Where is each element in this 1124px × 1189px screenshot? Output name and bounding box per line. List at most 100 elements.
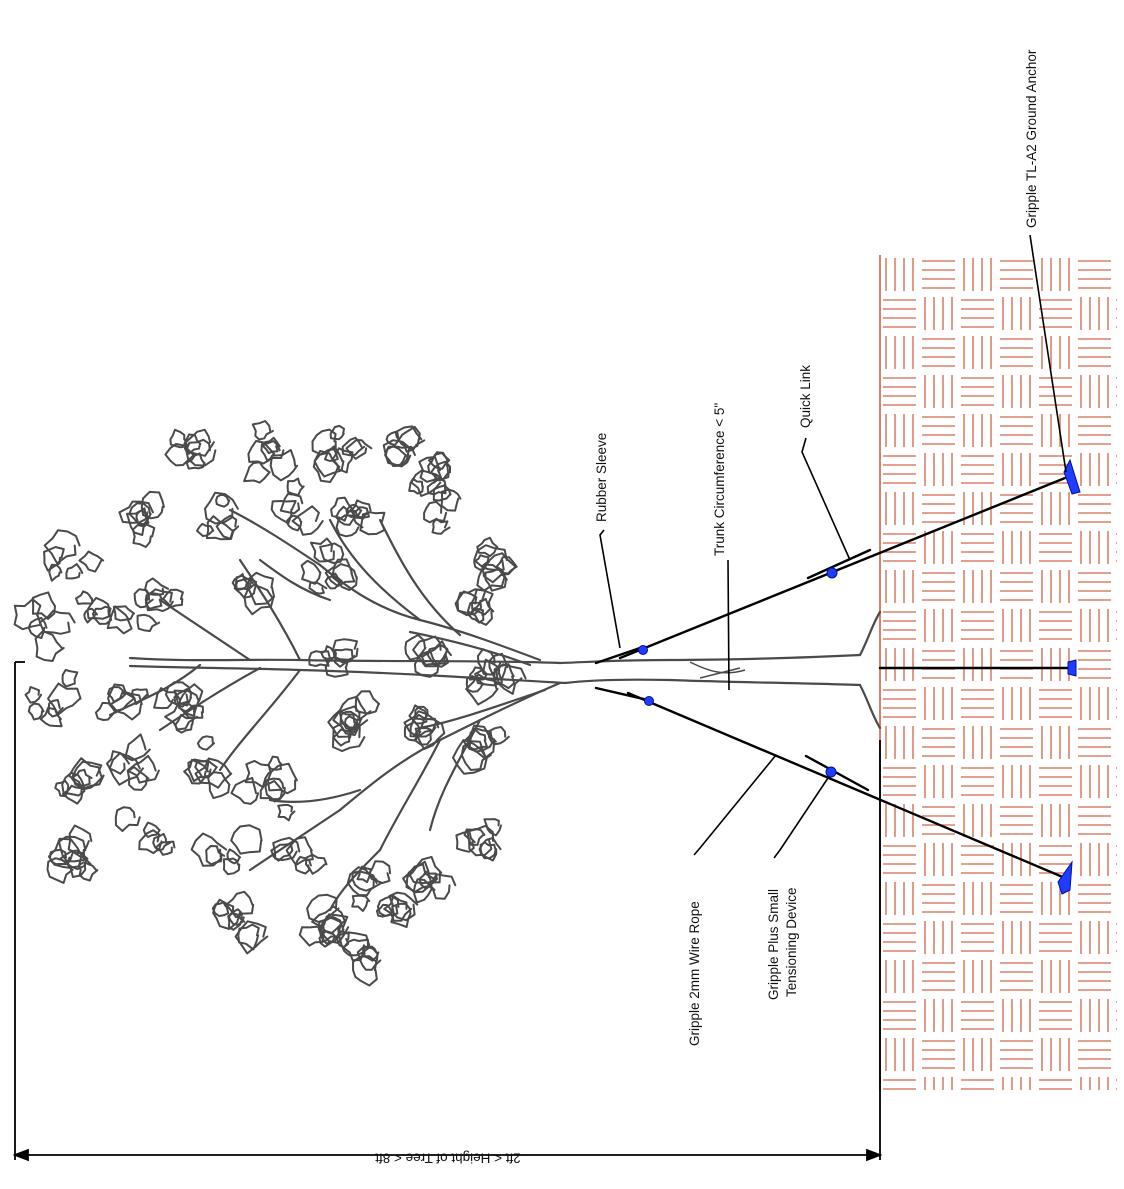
leaf-cluster [334, 648, 356, 668]
leaf-cluster [324, 558, 356, 588]
leaf-cluster [294, 856, 312, 875]
leaf-cluster [227, 908, 245, 926]
tree-crown [13, 420, 527, 987]
leaf-cluster [65, 563, 84, 580]
wire-rope-lower [626, 691, 1067, 880]
leaf-cluster [133, 588, 154, 609]
leaf-cluster [222, 857, 241, 876]
leaf-cluster [272, 836, 301, 862]
leaf-cluster [54, 779, 70, 798]
leaf-cluster [106, 750, 130, 775]
leaf-cluster [138, 829, 163, 855]
label-quick-link: Quick Link [798, 365, 813, 428]
leaf-cluster [426, 477, 447, 496]
leaf-cluster [408, 477, 424, 495]
leaf-cluster [270, 842, 294, 862]
leaf-cluster [136, 613, 161, 633]
leaf-cluster [421, 643, 449, 666]
leaf-cluster [140, 490, 165, 520]
leaf-cluster [107, 686, 127, 703]
leaf-cluster [47, 682, 82, 716]
leaf-cluster [251, 420, 274, 441]
leaf-cluster [152, 832, 171, 852]
leaf-cluster [204, 491, 239, 525]
leaf-cluster [183, 433, 202, 455]
leaf-cluster [128, 502, 152, 526]
label-trunk-circumference: Trunk Circumference < 5" [712, 403, 727, 556]
leaf-cluster [230, 824, 263, 855]
leaf-cluster [234, 920, 269, 955]
leaf-cluster [317, 915, 344, 943]
leaf-cluster [58, 835, 87, 863]
leaf-cluster [205, 845, 226, 866]
leaf-cluster [455, 830, 476, 853]
leaf-cluster [493, 663, 516, 690]
leaf-cluster [244, 759, 272, 789]
leaf-cluster [473, 554, 491, 571]
leaf-cluster [286, 477, 305, 497]
rubber-sleeve-fitting-lower [644, 696, 654, 706]
leaf-cluster [48, 563, 63, 582]
leaf-cluster [164, 443, 196, 467]
leaf-cluster [291, 505, 324, 536]
leaf-cluster [319, 915, 345, 945]
guy-wires [594, 476, 1074, 880]
leaf-cluster [59, 849, 89, 871]
leaf-cluster [184, 428, 215, 457]
leaf-cluster [126, 766, 150, 791]
leaf-cluster [474, 658, 503, 687]
leaf-cluster [194, 757, 233, 789]
leaf-cluster [264, 777, 286, 801]
leaf-cluster [431, 517, 451, 535]
leaf-cluster [70, 768, 93, 787]
leaf-cluster [463, 827, 486, 846]
leaf-cluster [207, 771, 231, 800]
leaf-cluster [31, 591, 56, 620]
label-rubber-sleeve: Rubber Sleeve [594, 433, 609, 522]
leaf-cluster [144, 592, 164, 610]
leaf-cluster [402, 863, 436, 894]
leaf-cluster [476, 536, 499, 558]
leaf-cluster [174, 713, 195, 734]
leaf-cluster [454, 590, 481, 615]
leaf-cluster [112, 605, 135, 622]
leaf-cluster [142, 821, 161, 838]
leaf-cluster [212, 898, 241, 930]
leaf-cluster [205, 515, 235, 541]
leaf-cluster [27, 616, 48, 639]
leaf-cluster [118, 500, 154, 524]
ground-anchor-lower [1057, 860, 1073, 895]
leaf-cluster [61, 784, 84, 805]
leaf-cluster [403, 720, 422, 742]
leaf-cluster [61, 669, 79, 688]
leaf-cluster [86, 596, 111, 620]
leaf-cluster [243, 461, 271, 484]
fittings [638, 458, 1081, 895]
ground-anchor-upper [1063, 458, 1081, 495]
leaf-cluster [305, 853, 328, 875]
leaf-cluster [345, 439, 373, 460]
leaf-cluster [262, 436, 281, 455]
leaf-cluster [173, 683, 205, 717]
leaf-cluster [153, 687, 181, 710]
leaf-cluster [38, 609, 76, 635]
leaf-cluster [487, 726, 510, 746]
leaf-cluster [267, 755, 283, 771]
leaf-cluster [427, 451, 450, 481]
label-tensioner-line2: Tensioning Device [784, 887, 799, 997]
leaf-cluster [339, 710, 363, 733]
label-height-dimension: 2ft < Height of Tree < 8ft [375, 1150, 521, 1165]
leaf-cluster [169, 428, 189, 449]
leaf-cluster [466, 597, 495, 626]
leaf-cluster [452, 739, 488, 775]
leaf-cluster [34, 630, 65, 662]
rubber-sleeve-fitting-upper [638, 645, 648, 655]
leaf-cluster [351, 894, 371, 912]
leaf-cluster [311, 428, 337, 456]
leaf-cluster [319, 542, 345, 564]
leaf-cluster [469, 666, 488, 681]
leaf-cluster [356, 865, 372, 884]
leaf-cluster [260, 440, 285, 462]
leaf-cluster [269, 449, 299, 482]
